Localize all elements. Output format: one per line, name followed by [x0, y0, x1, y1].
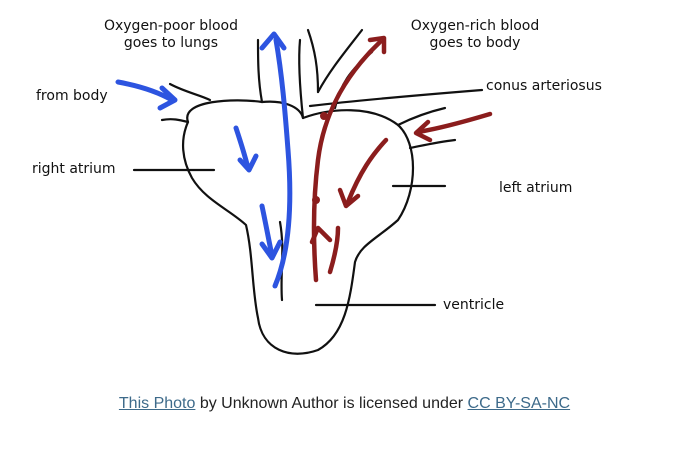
attribution-text: by Unknown Author is licensed under	[195, 395, 468, 412]
license-link[interactable]: CC BY-SA-NC	[467, 395, 571, 412]
red-arrow-left-atrium	[345, 137, 389, 205]
vessel-pulmonary-left	[256, 38, 264, 104]
label-oxygen-rich: Oxygen-rich blood goes to body	[410, 18, 540, 51]
vessel-left-upper	[396, 106, 447, 127]
red-arrowhead-from-lungs	[413, 119, 433, 143]
red-dot-upper	[320, 112, 328, 120]
heart-outline	[182, 99, 414, 355]
label-left-atrium: left atrium	[499, 180, 573, 196]
label-oxygen-poor: Oxygen-poor blood goes to lungs	[103, 18, 239, 51]
vessel-pulmonary-right	[298, 38, 305, 120]
label-conus-arteriosus: conus arteriosus	[486, 78, 602, 94]
red-arrow-ventricle-up	[327, 225, 341, 275]
blue-arrowhead-from-body	[157, 85, 178, 111]
blue-arrowhead-atrium-2	[259, 239, 283, 261]
red-arrow-to-body	[311, 39, 383, 283]
blue-arrowhead-to-lungs	[259, 31, 287, 51]
vessel-aorta-right	[316, 28, 364, 94]
blue-arrow-from-body	[115, 79, 175, 103]
label-right-atrium: right atrium	[32, 161, 116, 177]
blue-arrow-atrium-2	[259, 203, 275, 259]
vessel-aorta-left	[306, 28, 320, 94]
vessel-left-lower	[408, 138, 457, 150]
blue-arrowhead-atrium-1	[237, 153, 259, 173]
vessel-from-body-lower	[160, 118, 190, 124]
vessel-from-body-upper	[168, 82, 212, 102]
red-arrow-from-lungs	[415, 111, 493, 135]
pointer-conus	[308, 88, 484, 108]
label-from-body: from body	[36, 88, 108, 104]
blue-arrow-to-lungs	[272, 37, 293, 289]
label-ventricle: ventricle	[443, 297, 505, 313]
red-dot-lower	[312, 196, 320, 204]
red-arrowhead-to-body	[367, 35, 387, 55]
photo-link[interactable]: This Photo	[118, 395, 196, 412]
attribution-caption: This Photo by Unknown Author is licensed…	[0, 395, 689, 413]
red-arrowhead-left-atrium	[337, 187, 361, 209]
